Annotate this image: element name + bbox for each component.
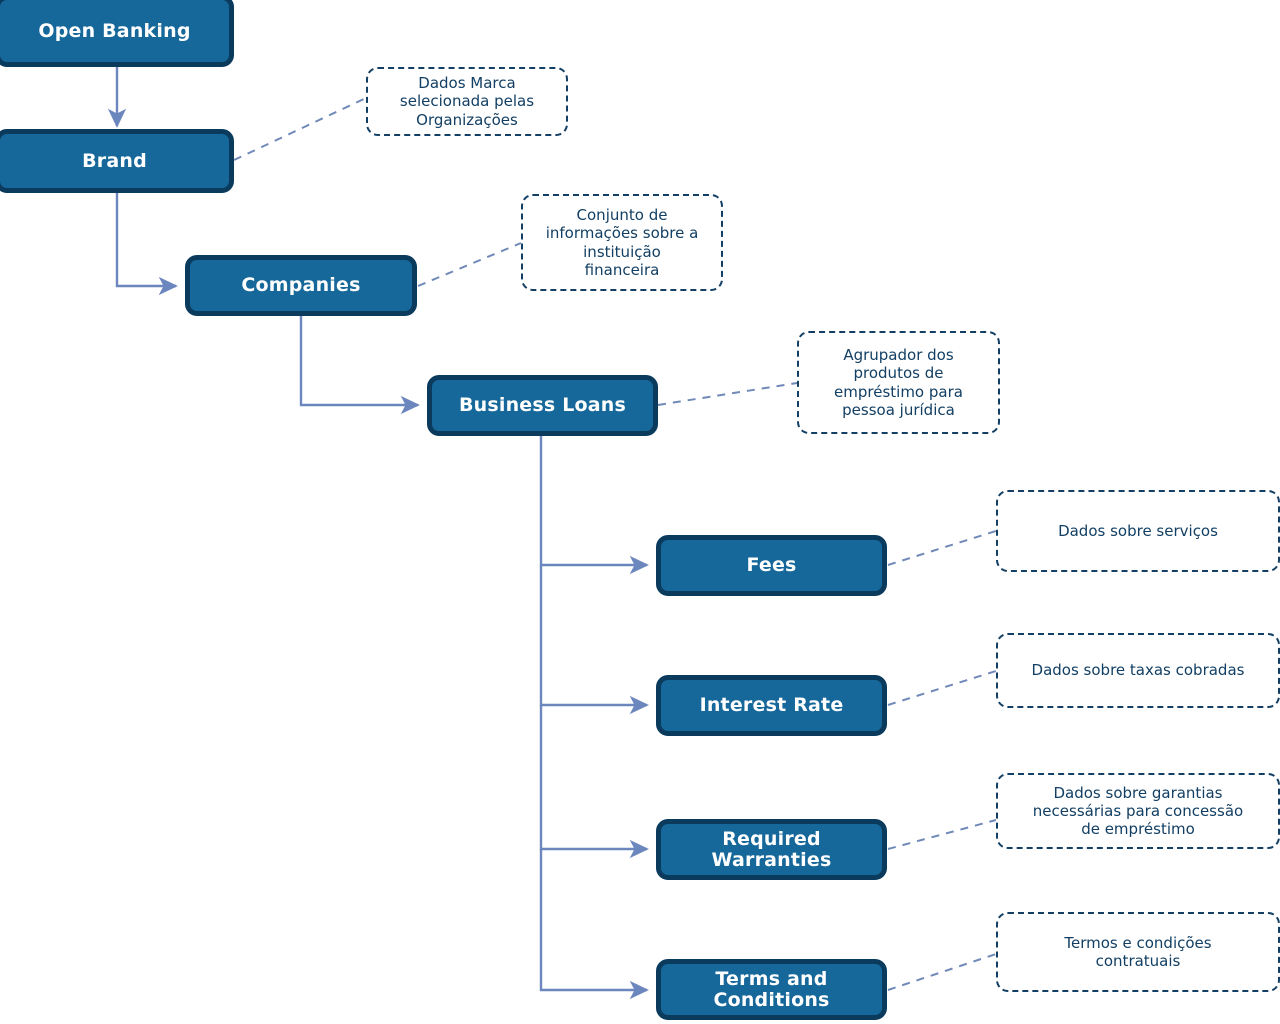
note-business-loans: Agrupador dos produtos de empréstimo par… <box>797 331 1000 434</box>
note-companies-text: Conjunto de informações sobre a institui… <box>545 205 699 279</box>
note-companies: Conjunto de informações sobre a institui… <box>521 194 723 291</box>
node-business-loans[interactable]: Business Loans <box>427 375 658 436</box>
edge-companies-to-business-loans <box>299 316 420 415</box>
connector-terms-and-conditions-note <box>887 953 997 991</box>
node-open-banking[interactable]: Open Banking <box>0 0 234 67</box>
node-required-warranties[interactable]: Required Warranties <box>656 819 887 880</box>
edge-business-loans-to-terms-and-conditions <box>539 849 649 1000</box>
node-fees-label: Fees <box>746 554 797 577</box>
connector-required-warranties-note <box>887 819 997 850</box>
edge-business-loans-to-fees <box>539 436 649 575</box>
connector-business-loans-note <box>657 382 798 406</box>
note-terms-and-conditions-text: Termos e condições contratuais <box>1064 933 1212 970</box>
node-interest-rate[interactable]: Interest Rate <box>656 675 887 736</box>
connector-fees-note <box>887 530 997 566</box>
node-required-warranties-label: Required Warranties <box>711 827 832 871</box>
note-required-warranties-text: Dados sobre garantias necessárias para c… <box>1032 783 1244 839</box>
node-interest-rate-label: Interest Rate <box>699 694 844 717</box>
note-interest-rate-text: Dados sobre taxas cobradas <box>1031 661 1245 680</box>
node-brand[interactable]: Brand <box>0 129 234 193</box>
edge-business-loans-to-required-warranties <box>539 705 649 859</box>
edge-business-loans-to-interest-rate <box>539 565 649 715</box>
connector-companies-note <box>417 242 522 287</box>
note-terms-and-conditions: Termos e condições contratuais <box>996 912 1280 992</box>
note-business-loans-text: Agrupador dos produtos de empréstimo par… <box>834 345 963 419</box>
node-terms-and-conditions-label: Terms and Conditions <box>713 967 830 1011</box>
node-open-banking-label: Open Banking <box>38 19 191 42</box>
node-terms-and-conditions[interactable]: Terms and Conditions <box>656 959 887 1020</box>
note-fees-text: Dados sobre serviços <box>1058 521 1218 540</box>
node-companies[interactable]: Companies <box>185 255 417 316</box>
note-interest-rate: Dados sobre taxas cobradas <box>996 633 1280 708</box>
edge-brand-to-companies <box>115 192 178 296</box>
node-fees[interactable]: Fees <box>656 535 887 596</box>
connector-interest-rate-note <box>887 670 997 706</box>
note-required-warranties: Dados sobre garantias necessárias para c… <box>996 773 1280 849</box>
node-companies-label: Companies <box>241 274 361 297</box>
node-brand-label: Brand <box>82 149 147 172</box>
node-business-loans-label: Business Loans <box>458 394 627 417</box>
note-brand: Dados Marca selecionada pelas Organizaçõ… <box>366 67 568 136</box>
connector-brand-note <box>233 97 367 161</box>
note-brand-text: Dados Marca selecionada pelas Organizaçõ… <box>399 74 535 129</box>
note-fees: Dados sobre serviços <box>996 490 1280 572</box>
